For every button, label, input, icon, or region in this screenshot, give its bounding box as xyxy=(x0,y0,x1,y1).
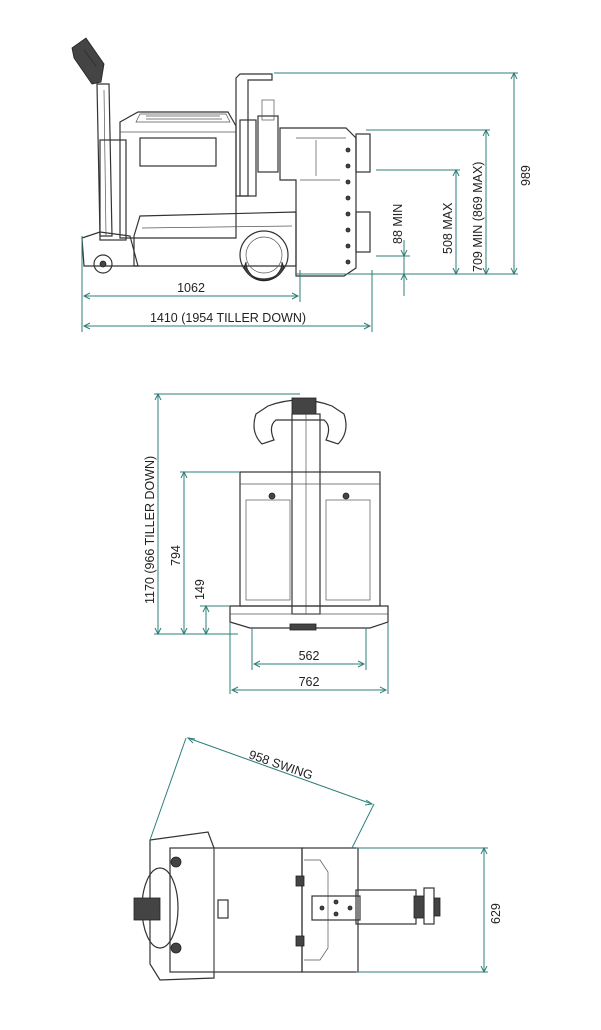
battery-window xyxy=(139,137,217,167)
caster-wheel xyxy=(93,254,113,274)
dim-709-min: 709 MIN (869 MAX) xyxy=(471,162,485,272)
dim-1170: 1170 (966 TILLER DOWN) xyxy=(143,456,157,604)
top-view: 958 SWING 629 xyxy=(133,737,503,981)
dim-562: 562 xyxy=(299,649,320,663)
dim-1410: 1410 (1954 TILLER DOWN) xyxy=(150,311,306,325)
top-platform xyxy=(301,847,359,973)
drive-wheel xyxy=(239,230,289,280)
side-view: 1062 1410 (1954 TILLER DOWN) 88 MIN 508 … xyxy=(71,37,533,332)
dim-1062: 1062 xyxy=(177,281,205,295)
side-view-machine xyxy=(71,37,371,282)
tiller-shaft xyxy=(96,83,113,237)
steering-plate xyxy=(149,831,215,981)
top-view-machine: 958 SWING 629 xyxy=(133,737,503,981)
top-body xyxy=(169,847,303,973)
dim-794: 794 xyxy=(169,545,183,566)
dim-629: 629 xyxy=(489,903,503,924)
dim-989: 989 xyxy=(519,165,533,186)
dim-762: 762 xyxy=(299,675,320,689)
steering-handle-icon xyxy=(253,399,347,445)
side-view-dimensions: 1062 1410 (1954 TILLER DOWN) 88 MIN 508 … xyxy=(81,71,533,332)
lift-platform xyxy=(279,127,357,277)
front-body xyxy=(239,471,381,607)
dim-88-min: 88 MIN xyxy=(391,204,405,244)
front-view: 1170 (966 TILLER DOWN) 794 149 562 762 xyxy=(143,392,389,694)
chassis-body xyxy=(119,111,237,239)
dim-958-swing: 958 SWING xyxy=(247,748,315,783)
dim-508-max: 508 MAX xyxy=(441,202,455,254)
front-view-machine: 1170 (966 TILLER DOWN) 794 149 562 762 xyxy=(143,392,389,694)
lift-mast xyxy=(235,73,273,197)
top-arm xyxy=(355,889,417,925)
dim-149: 149 xyxy=(193,579,207,600)
tiller-grip-icon xyxy=(71,37,105,85)
